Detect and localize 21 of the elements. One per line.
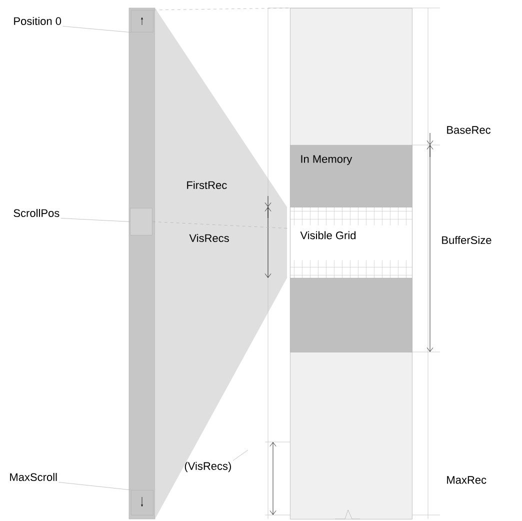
dimension-label: BaseRec <box>447 126 491 134</box>
up-button <box>131 10 154 32</box>
dimension-label: VisRecs <box>189 234 229 242</box>
scrollbar-label: Position 0 <box>14 16 62 26</box>
leader-line <box>60 218 130 222</box>
visible-grid-region: Visible Grid <box>290 206 412 278</box>
down-button <box>131 490 154 516</box>
leader-line <box>232 450 248 461</box>
dashed-line <box>152 221 290 229</box>
dimension-label: BufferSize <box>442 236 492 244</box>
dimension-label: FirstRec <box>187 180 227 190</box>
scrollbar-label: ScrollPos <box>14 208 60 218</box>
dimension-label: MaxRec <box>447 476 486 484</box>
scrollbar-label: MaxScroll <box>10 472 57 482</box>
leader-line <box>58 482 132 490</box>
scroll-thumb <box>130 208 152 236</box>
memory-region <box>290 278 412 352</box>
memory-region: In Memory <box>290 144 412 208</box>
dimension-label: (VisRecs) <box>184 462 231 472</box>
leader-line <box>62 26 132 33</box>
dashed-line <box>153 8 290 10</box>
